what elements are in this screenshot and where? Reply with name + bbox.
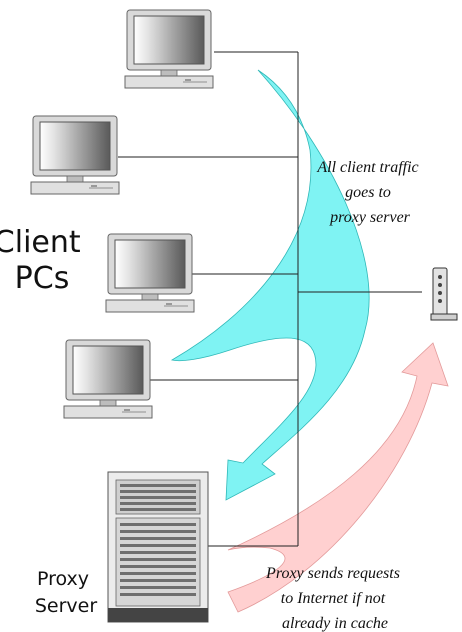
proxy-server-line-1: Proxy [37, 568, 89, 590]
proxy-requests-line-1: Proxy sends requests [265, 565, 400, 582]
client-traffic-annotation: All client traffic goes to proxy server [316, 159, 422, 226]
client-traffic-line-1: All client traffic [316, 159, 418, 176]
client-pc-4 [63, 339, 153, 419]
proxy-request-arrow [227, 342, 449, 613]
client-traffic-arrow [170, 69, 370, 501]
client-pcs-line-1: Client [0, 225, 81, 260]
proxy-requests-line-3: already in cache [282, 615, 388, 632]
client-traffic-line-2: goes to [345, 184, 391, 201]
router-icon [430, 267, 458, 321]
proxy-server-icon [107, 471, 209, 623]
client-pc-2 [30, 115, 120, 195]
network-lines [118, 51, 422, 547]
proxy-requests-annotation: Proxy sends requests to Internet if not … [265, 565, 404, 632]
client-pc-1 [124, 9, 214, 89]
proxy-server-label: Proxy Server [35, 568, 97, 617]
client-pcs-label: Client PCs [0, 225, 90, 296]
client-traffic-line-3: proxy server [329, 209, 411, 226]
proxy-requests-line-2: to Internet if not [281, 590, 386, 607]
client-pcs-line-2: PCs [15, 261, 70, 296]
client-pc-3 [105, 233, 195, 313]
proxy-server-line-2: Server [35, 595, 97, 617]
